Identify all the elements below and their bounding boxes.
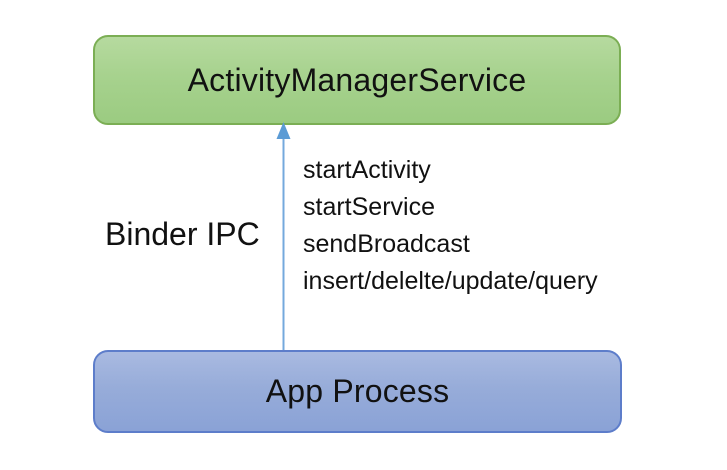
activity-manager-service-label: ActivityManagerService	[187, 61, 527, 98]
app-process-label: App Process	[265, 373, 450, 409]
arrow-head-icon	[276, 122, 291, 139]
ipc-method-start-service: startService	[303, 193, 435, 221]
ipc-method-start-activity: startActivity	[303, 156, 431, 184]
app-process-box: App Process	[93, 350, 622, 433]
ipc-method-send-broadcast: sendBroadcast	[303, 230, 470, 258]
activity-manager-service-box: ActivityManagerService	[93, 35, 621, 125]
binder-ipc-label: Binder IPC	[105, 216, 260, 252]
ipc-method-insert-delete-update-query: insert/delelte/update/query	[303, 267, 598, 295]
ipc-method-list: startActivity startService sendBroadcast…	[303, 152, 598, 300]
binder-ipc-arrow	[276, 122, 291, 350]
